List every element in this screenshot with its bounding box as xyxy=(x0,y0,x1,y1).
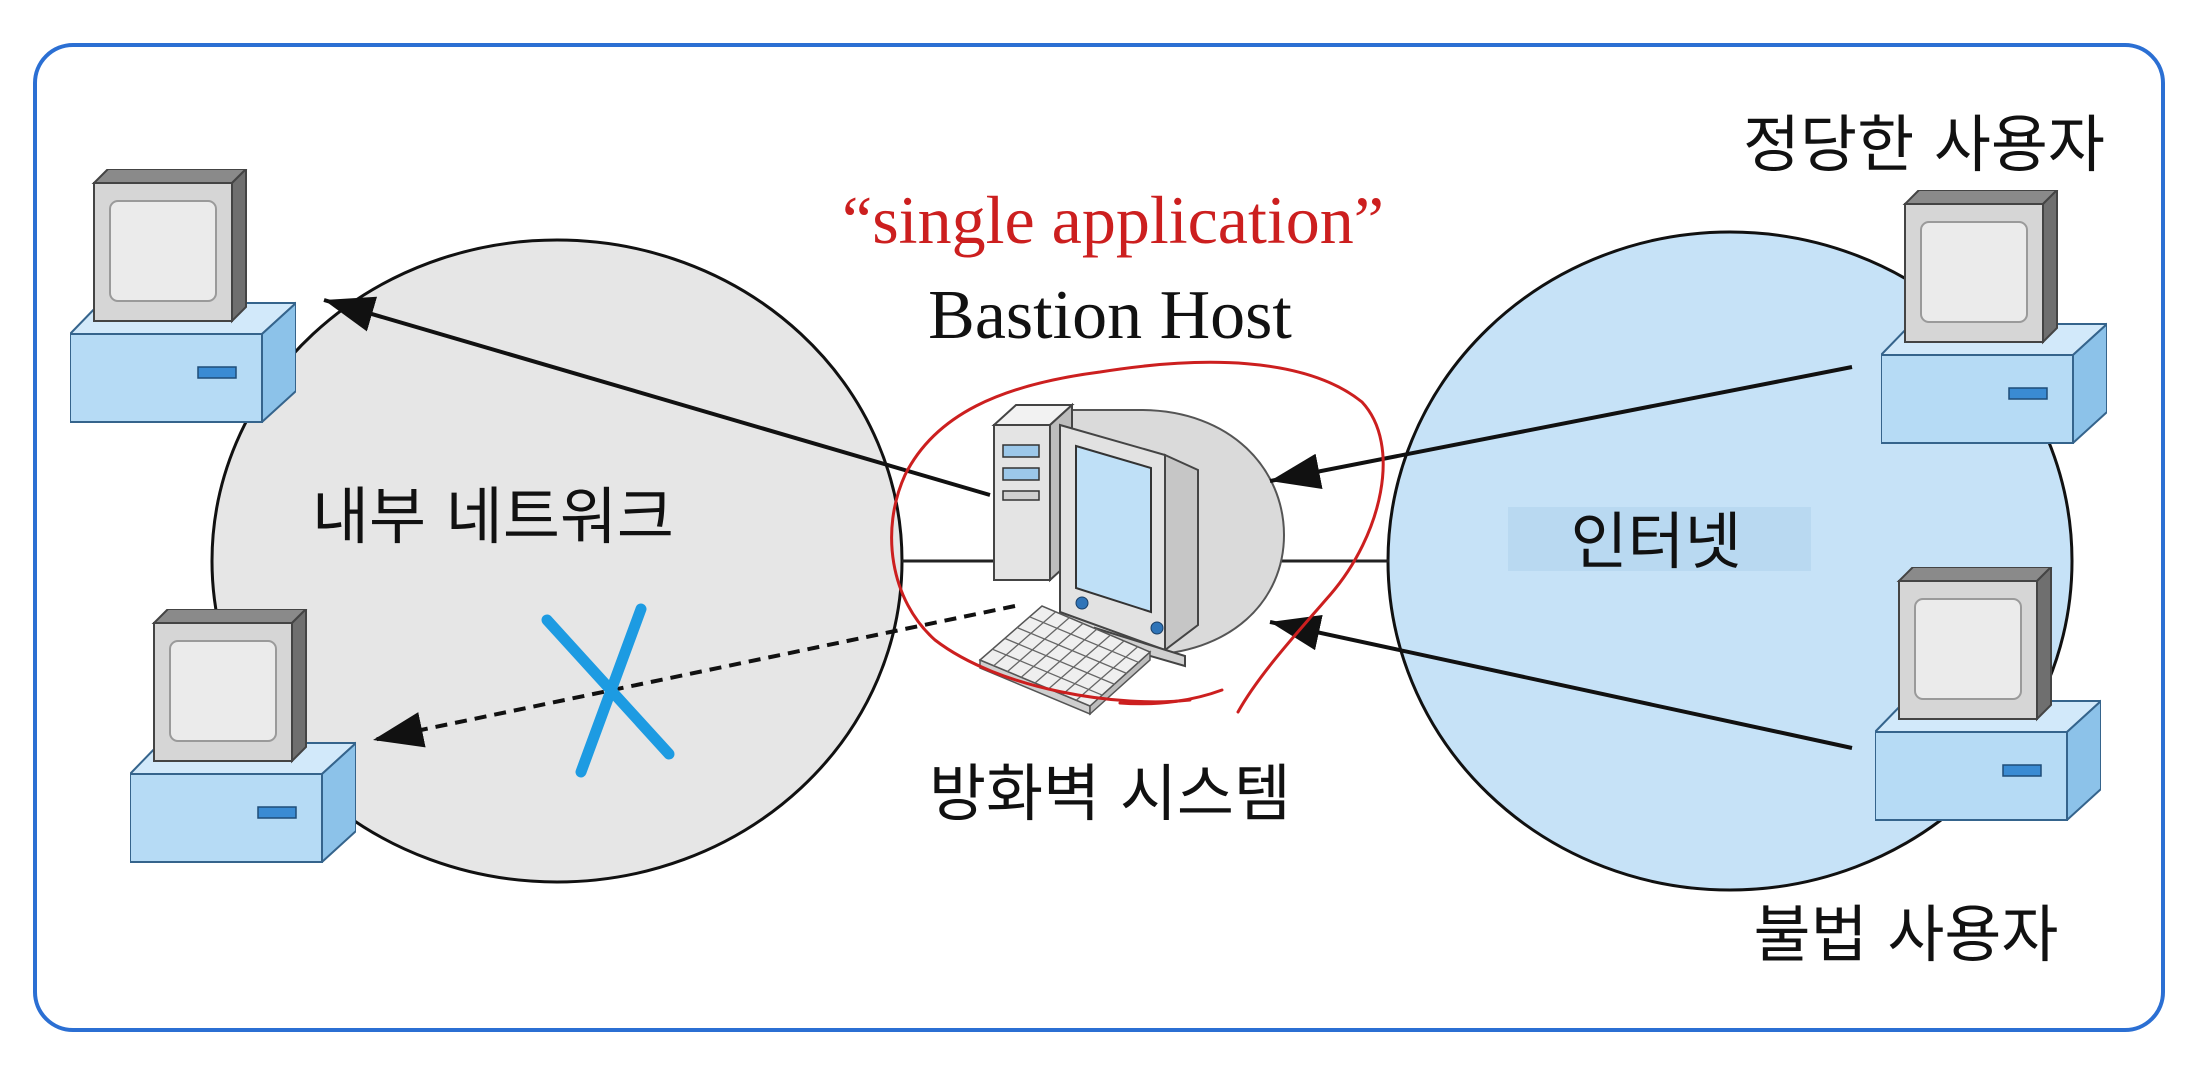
host-monitor-back xyxy=(1164,453,1199,653)
allowed-arrow-to-internal xyxy=(323,296,991,497)
keyboard-keys xyxy=(992,611,1140,701)
host-power-led-2 xyxy=(1150,621,1164,635)
key-column xyxy=(993,611,1057,667)
illegal-user-label: 불법 사용자 xyxy=(1754,898,2059,971)
bastion-host-title: Bastion Host xyxy=(928,277,1292,354)
key-column xyxy=(1062,640,1125,695)
key-column xyxy=(1034,628,1098,684)
blocked-dashed-arrow xyxy=(372,604,1016,748)
tower-drive-1 xyxy=(1002,444,1040,458)
annotation-loop-tail xyxy=(1118,688,1224,706)
internet-label-band xyxy=(1508,507,1811,571)
key-column xyxy=(1075,645,1139,701)
legitimate-user-label: 정당한 사용자 xyxy=(1743,108,2105,181)
internet-label: 인터넷 xyxy=(1570,505,1741,578)
legitimate-user-arrow xyxy=(1269,365,1853,490)
key-column xyxy=(1048,634,1112,690)
internal-network-label: 내부 네트워크 xyxy=(312,480,674,553)
bastion-host-computer-icon xyxy=(991,402,1286,668)
illegal-user-arrow xyxy=(1269,614,1853,750)
firewall-system-label: 방화벽 시스템 xyxy=(929,757,1291,830)
host-monitor-screen xyxy=(1075,444,1152,614)
host-power-led-1 xyxy=(1075,596,1089,610)
single-application-annotation: “single application” xyxy=(842,182,1384,258)
tower-drive-3 xyxy=(1002,490,1040,501)
blocked-cross-icon xyxy=(541,603,675,778)
key-column xyxy=(1007,617,1070,672)
annotation-loop xyxy=(890,360,1385,714)
cross-stroke-2 xyxy=(541,614,675,760)
annotation-loop-stroke xyxy=(890,360,1385,714)
key-column xyxy=(1020,622,1084,678)
tower-drive-2 xyxy=(1002,467,1040,481)
